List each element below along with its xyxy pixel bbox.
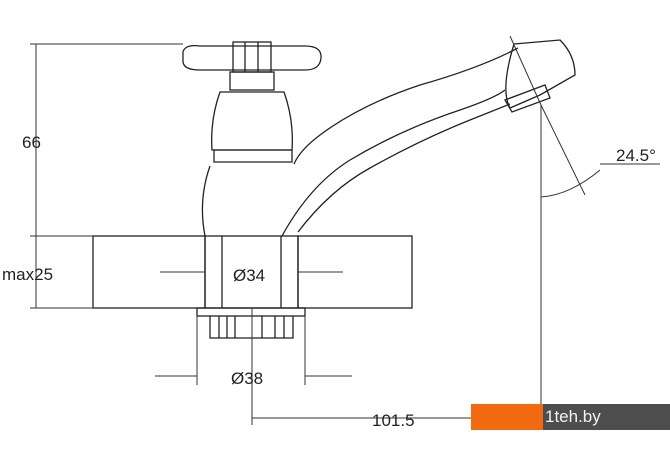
dim-height: 66 <box>22 133 41 152</box>
dim-outer-diameter: Ø38 <box>231 369 263 388</box>
logo-text: 1teh.by <box>543 404 670 430</box>
countertop <box>30 235 413 309</box>
dimension-lines <box>30 35 660 425</box>
dim-inner-diameter: Ø34 <box>233 266 265 285</box>
watermark-logo: 1teh.by <box>471 404 670 430</box>
dim-reach: 101.5 <box>372 411 415 430</box>
cross-handle <box>182 41 322 91</box>
logo-orange-block <box>471 404 543 430</box>
dim-max-thickness: max25 <box>2 265 53 284</box>
mounting-shank <box>196 235 306 345</box>
dim-angle: 24.5° <box>616 146 656 165</box>
faucet-body <box>201 39 576 237</box>
